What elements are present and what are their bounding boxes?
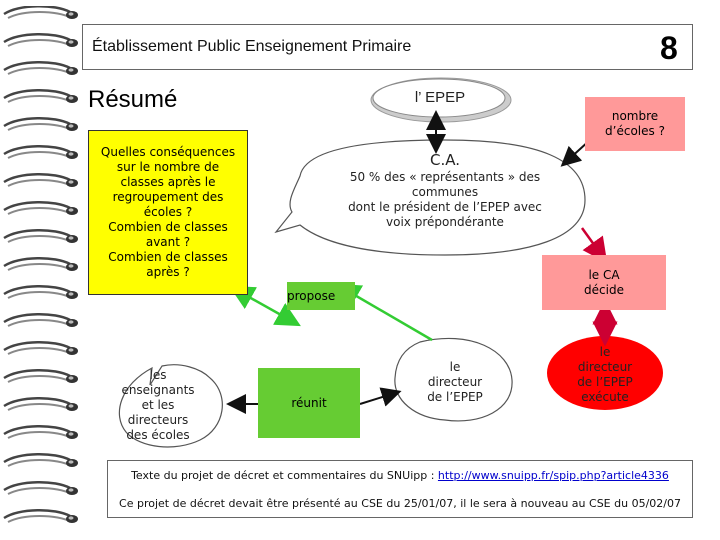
nombre-ecoles-line: d’écoles ? xyxy=(605,124,665,139)
footer-source-link[interactable]: http://www.snuipp.fr/spip.php?article433… xyxy=(438,469,669,482)
ca-description: 50 % des « représentants » des communes … xyxy=(315,170,575,230)
enseignants-line: enseignants xyxy=(108,383,208,398)
epep-label: l’ EPEP xyxy=(400,89,480,108)
nombre-ecoles-line: nombre xyxy=(612,109,658,124)
footer-line-2: Ce projet de décret devait être présenté… xyxy=(110,497,690,510)
reunit-box: réunit xyxy=(258,368,360,438)
arrow-directeur-propose xyxy=(346,290,432,340)
execute-label: le directeur de l’EPEP exécute xyxy=(555,345,655,405)
question-box: Quelles conséquences sur le nombre de cl… xyxy=(88,130,248,295)
ca-title: C.A. xyxy=(405,151,485,170)
question-line: avant ? xyxy=(146,235,190,250)
ca-decide-box: le CA décide xyxy=(542,255,666,310)
execute-line: de l’EPEP xyxy=(555,375,655,390)
execute-line: le xyxy=(555,345,655,360)
arrow-reunit-directeur xyxy=(360,394,392,404)
question-line: Combien de classes xyxy=(108,220,227,235)
ca-decide-line: décide xyxy=(584,283,624,298)
directeur-label: le directeur de l’EPEP xyxy=(405,360,505,405)
enseignants-label: les enseignants et les directeurs des éc… xyxy=(108,368,208,443)
directeur-line: de l’EPEP xyxy=(405,390,505,405)
question-line: Quelles conséquences xyxy=(101,145,235,160)
footer-source-text: Texte du projet de décret et commentaire… xyxy=(131,469,438,482)
nombre-ecoles-box: nombre d’écoles ? xyxy=(585,97,685,151)
directeur-line: le xyxy=(405,360,505,375)
question-line: écoles ? xyxy=(144,205,192,220)
ca-decide-line: le CA xyxy=(588,268,619,283)
question-line: regroupement des xyxy=(113,190,224,205)
ca-description-line: dont le président de l’EPEP avec xyxy=(315,200,575,215)
ca-description-line: communes xyxy=(315,185,575,200)
ca-description-line: voix prépondérante xyxy=(315,215,575,230)
question-line: après ? xyxy=(146,265,189,280)
footer-line-1: Texte du projet de décret et commentaire… xyxy=(110,469,690,482)
directeur-line: directeur xyxy=(405,375,505,390)
propose-label: propose xyxy=(287,289,335,304)
reunit-label: réunit xyxy=(291,396,326,411)
question-line: classes après le xyxy=(120,175,215,190)
arrow-yellow-propose xyxy=(240,292,290,320)
question-line: Combien de classes xyxy=(108,250,227,265)
ca-description-line: 50 % des « représentants » des xyxy=(315,170,575,185)
propose-box: propose xyxy=(287,282,355,310)
arrow-ca-decide xyxy=(582,228,600,253)
enseignants-line: directeurs xyxy=(108,413,208,428)
execute-line: directeur xyxy=(555,360,655,375)
question-line: sur le nombre de xyxy=(117,160,219,175)
enseignants-line: et les xyxy=(108,398,208,413)
execute-line: exécute xyxy=(555,390,655,405)
enseignants-line: les xyxy=(108,368,208,383)
enseignants-line: des écoles xyxy=(108,428,208,443)
